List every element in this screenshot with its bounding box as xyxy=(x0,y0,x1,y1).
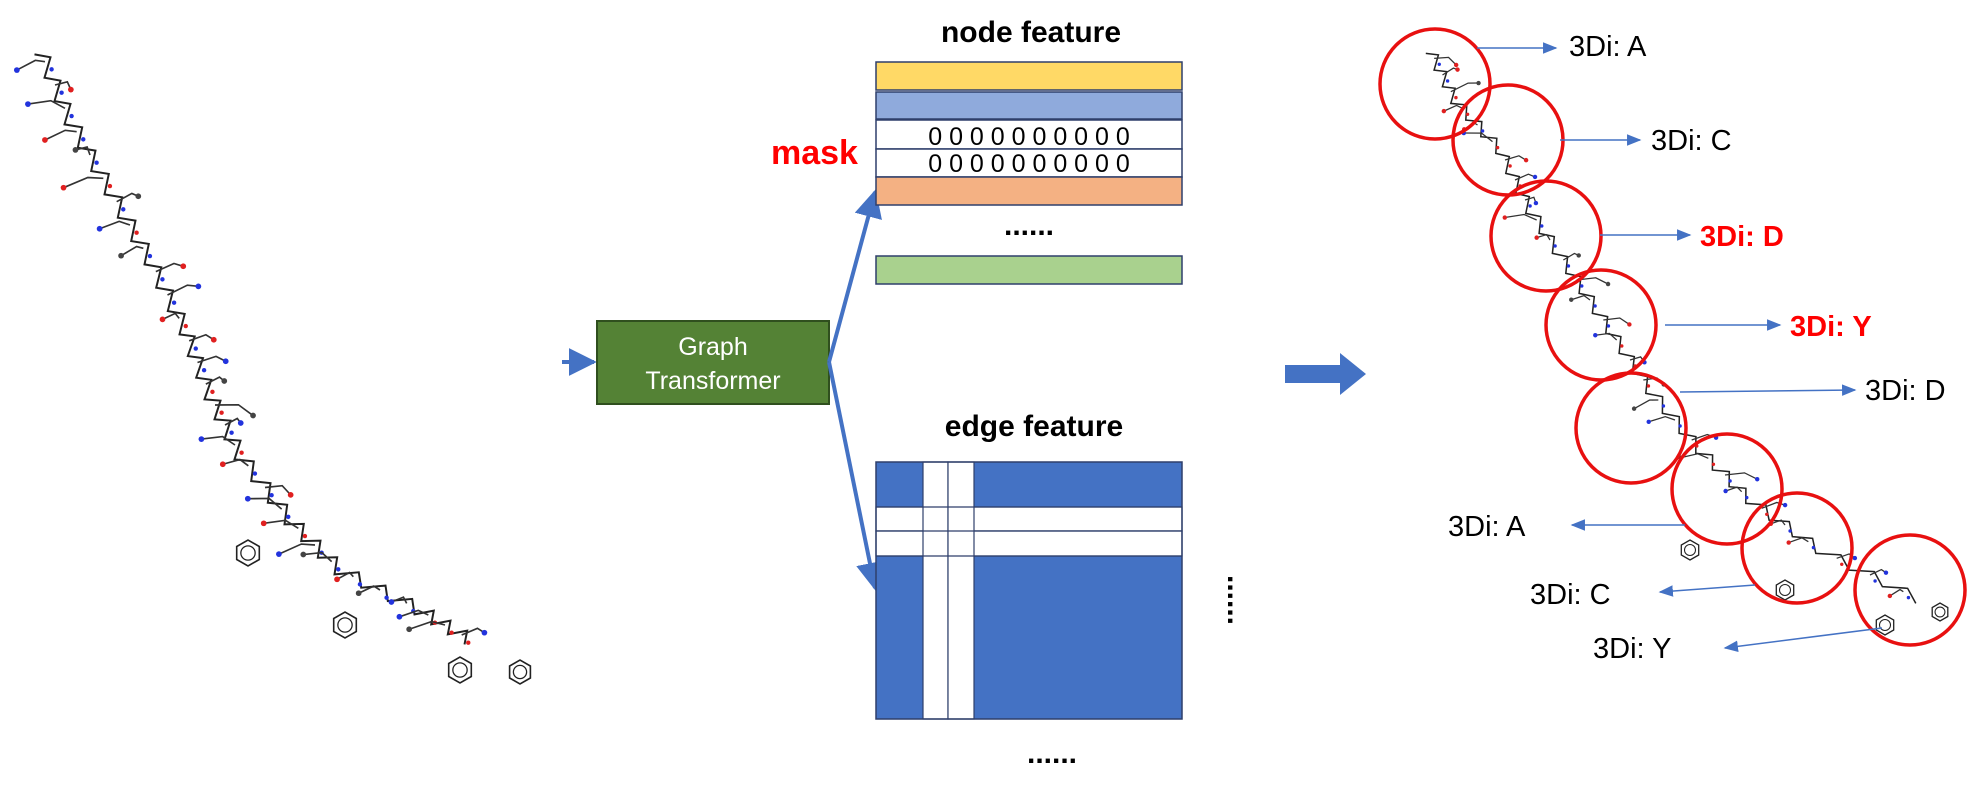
edge-ellipsis-bottom: ...... xyxy=(1027,737,1077,770)
node-row xyxy=(875,255,1183,285)
residue-label: 3Di: D xyxy=(1700,221,1784,253)
residue-label: 3Di: Y xyxy=(1593,633,1671,665)
edge-masked-row xyxy=(875,506,1183,532)
transformer-label-line2: Transformer xyxy=(645,367,780,395)
peptide-structure-icon xyxy=(1425,52,1949,636)
node-row-masked xyxy=(875,148,1183,178)
node-row xyxy=(875,91,1183,120)
residue-label: 3Di: A xyxy=(1569,31,1647,63)
node-row xyxy=(875,176,1183,206)
graph-transformer-box: Graph Transformer xyxy=(596,320,830,405)
edge-feature-panel: edge feature ...... ...... xyxy=(875,410,1254,770)
residue-label: 3Di: D xyxy=(1865,375,1946,407)
edge-feature-title: edge feature xyxy=(945,410,1123,443)
peptide-structure-icon xyxy=(13,53,532,685)
branch-arrow-edge-icon xyxy=(827,361,884,591)
node-feature-panel: node feature mask 0 0 0 0 0 0 0 0 0 0 0 … xyxy=(771,16,1183,285)
edge-ellipsis-side: ...... xyxy=(1221,575,1254,625)
residue-labels: 3Di: A 3Di: C 3Di: D 3Di: Y 3Di: D 3Di: … xyxy=(1448,31,1946,665)
right-arrow-icon xyxy=(1285,353,1366,395)
branch-arrow-node-icon xyxy=(827,189,882,363)
edge-matrix xyxy=(876,462,1182,719)
node-feature-title: node feature xyxy=(941,16,1121,49)
residue-label: 3Di: C xyxy=(1530,579,1611,611)
residue-arrows xyxy=(1477,42,1883,653)
residue-label: 3Di: A xyxy=(1448,511,1526,543)
edge-masked-col xyxy=(947,461,975,720)
node-ellipsis: ...... xyxy=(1004,209,1054,242)
residue-label: 3Di: C xyxy=(1651,125,1732,157)
masked-values-row-1: 0 0 0 0 0 0 0 0 0 0 xyxy=(928,123,1130,151)
edge-masked-row xyxy=(875,530,1183,557)
node-row xyxy=(875,61,1183,91)
transformer-label-line1: Graph xyxy=(678,333,747,361)
residue-circles xyxy=(1378,27,1967,647)
mask-label: mask xyxy=(771,134,858,172)
residue-label: 3Di: Y xyxy=(1790,311,1872,343)
node-row-masked xyxy=(875,119,1183,150)
edge-masked-col xyxy=(922,461,949,720)
masked-values-row-2: 0 0 0 0 0 0 0 0 0 0 xyxy=(928,150,1130,178)
